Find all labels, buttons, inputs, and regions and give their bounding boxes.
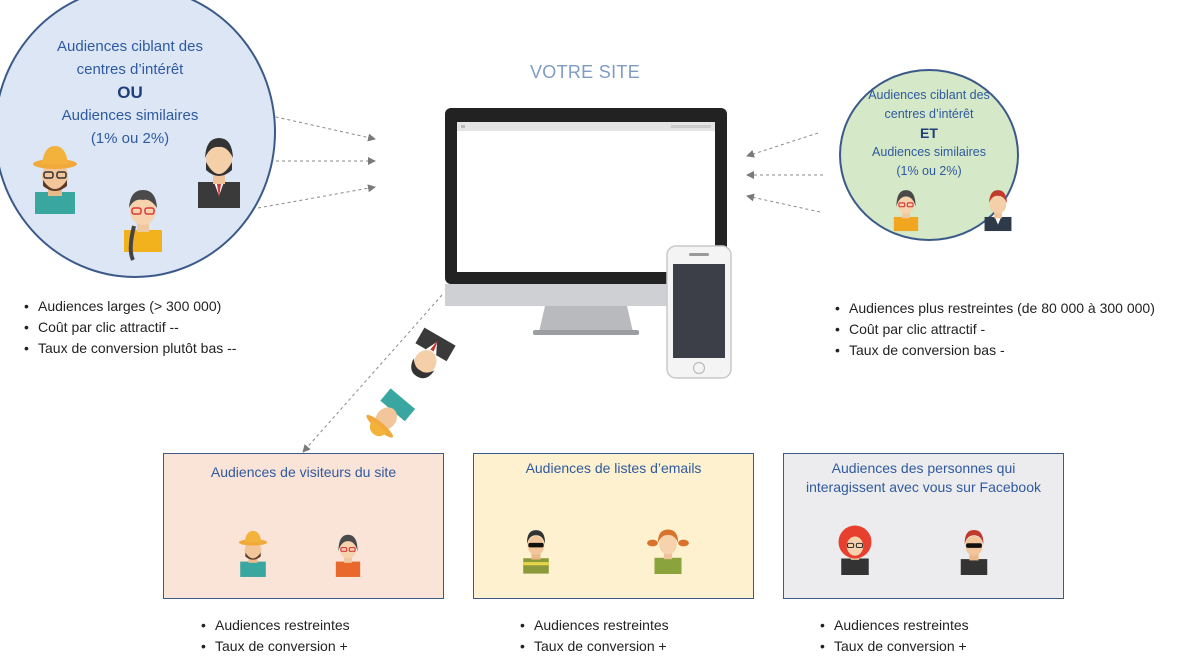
list-item: Taux de conversion + <box>199 636 350 657</box>
man-sunglasses-avatar-icon <box>523 530 549 574</box>
facebook-engagement-audience-box: Audiences des personnes qui interagissen… <box>783 453 1064 599</box>
man-suit-avatar-icon <box>984 190 1012 232</box>
list-item: Audiences restreintes <box>199 615 350 636</box>
box2-bullet-list: Audiences restreintes Taux de conversion… <box>518 615 669 657</box>
hat-man-avatar-icon <box>238 530 268 577</box>
email-list-audience-box: Audiences de listes d’emails <box>473 453 754 599</box>
list-item: Audiences plus restreintes (de 80 000 à … <box>833 298 1155 319</box>
left-circle-line3: Audiences similaires <box>61 107 199 124</box>
arrow-site-to-visitors <box>302 294 443 453</box>
list-item: Taux de conversion bas - <box>833 340 1155 361</box>
woman-glasses-avatar-icon <box>124 190 162 261</box>
list-item: Taux de conversion + <box>518 636 669 657</box>
list-item: Coût par clic attractif - <box>833 319 1155 340</box>
list-item: Audiences restreintes <box>518 615 669 636</box>
right-circle-text: Audiences ciblant des centres d’intérêt … <box>852 86 1006 181</box>
interest-and-lookalike-circle <box>839 69 1019 241</box>
arrow-left-top <box>257 112 376 142</box>
left-circle-line4: (1% ou 2%) <box>90 130 170 147</box>
left-circle-connector: OU <box>117 83 143 102</box>
site-title: VOTRE SITE <box>529 62 640 82</box>
right-circle-line4: (1% ou 2%) <box>896 164 962 178</box>
box3-bullet-list: Audiences restreintes Taux de conversion… <box>818 615 969 657</box>
woman-glasses-avatar-icon <box>893 190 919 232</box>
bearded-man-suit-avatar-icon <box>198 138 240 208</box>
right-circle-connector: ET <box>920 125 938 141</box>
left-circle-line1: Audiences ciblant des <box>57 38 203 55</box>
left-circle-text: Audiences ciblant des centres d’intérêt … <box>30 35 230 150</box>
hat-man-avatar-icon <box>33 146 77 214</box>
arrow-right-top <box>746 132 819 158</box>
tumbling-hat-man-avatar-icon <box>366 388 416 438</box>
smartphone-icon <box>666 245 732 379</box>
right-circle-line1: Audiences ciblant des <box>868 88 990 102</box>
box-title-line2: interagissent avec vous sur Facebook <box>805 479 1041 495</box>
woman-glasses-avatar-icon <box>335 534 361 577</box>
right-bullet-list: Audiences plus restreintes (de 80 000 à … <box>833 298 1155 361</box>
list-item: Audiences larges (> 300 000) <box>22 296 236 317</box>
box-title: Audiences de visiteurs du site <box>210 464 397 480</box>
right-circle-line2: centres d’intérêt <box>884 107 974 121</box>
curly-woman-avatar-icon <box>838 525 872 575</box>
girl-pigtails-avatar-icon <box>647 529 689 574</box>
left-circle-line2: centres d’intérêt <box>76 61 184 78</box>
right-circle-line3: Audiences similaires <box>872 145 986 159</box>
list-item: Taux de conversion + <box>818 636 969 657</box>
box-title-line1: Audiences des personnes qui <box>831 460 1016 476</box>
list-item: Audiences restreintes <box>818 615 969 636</box>
box-title: Audiences de listes d’emails <box>525 460 702 476</box>
arrow-right-bottom <box>746 193 821 213</box>
box-title: Audiences des personnes qui interagissen… <box>784 459 1063 497</box>
site-visitors-audience-box: Audiences de visiteurs du site <box>163 453 444 599</box>
tumbling-man-suit-avatar-icon <box>411 327 456 379</box>
list-item: Taux de conversion plutôt bas -- <box>22 338 236 359</box>
box1-bullet-list: Audiences restreintes Taux de conversion… <box>199 615 350 657</box>
left-bullet-list: Audiences larges (> 300 000) Coût par cl… <box>22 296 236 359</box>
list-item: Coût par clic attractif -- <box>22 317 236 338</box>
arrow-left-bottom <box>257 184 376 209</box>
man-sunglasses-avatar-icon <box>960 529 988 575</box>
